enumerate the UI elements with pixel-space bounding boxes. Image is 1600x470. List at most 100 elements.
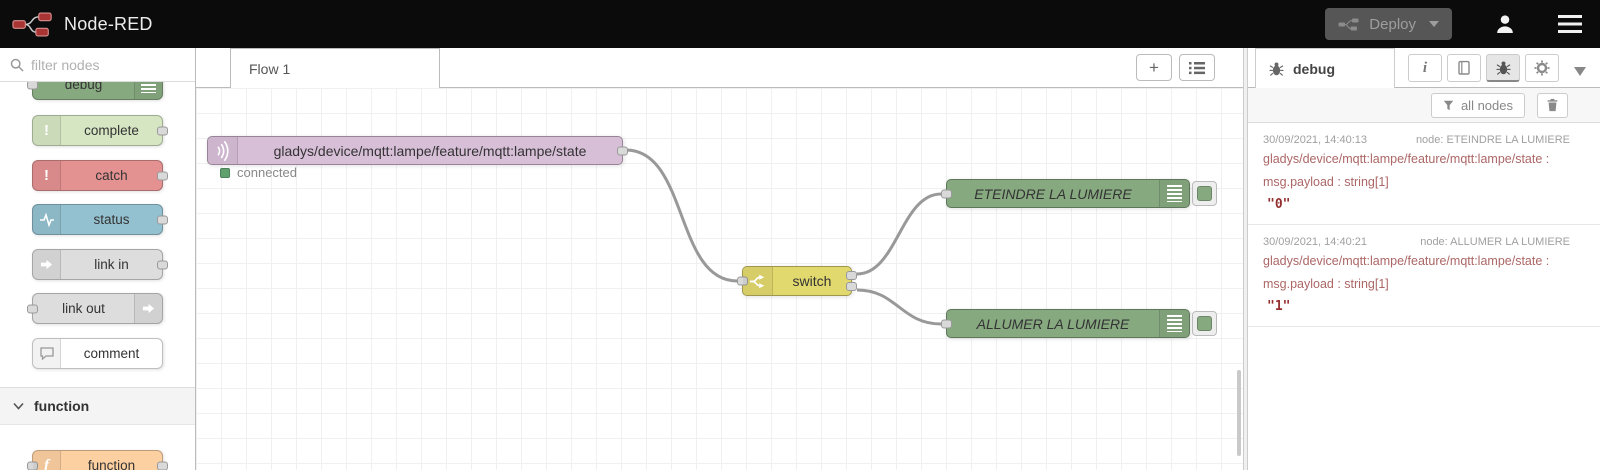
input-port[interactable] — [27, 304, 38, 313]
output-port[interactable] — [157, 260, 168, 269]
input-port[interactable] — [27, 82, 38, 89]
panel-resize-handle[interactable] — [1243, 48, 1248, 470]
chevron-down-icon — [1574, 67, 1586, 76]
message-topic: gladys/device/mqtt:lampe/feature/mqtt:la… — [1263, 152, 1550, 166]
output-port[interactable] — [157, 215, 168, 224]
palette-scroll-area: debug ! complete ! catch status — [0, 82, 195, 470]
message-node-name: node: ETEINDRE LA LUMIERE — [1415, 134, 1570, 146]
flows-list-button[interactable] — [1179, 54, 1215, 81]
bug-icon — [1269, 61, 1284, 76]
debug-enable-toggle[interactable] — [1192, 311, 1217, 336]
hamburger-menu-icon — [1558, 15, 1582, 33]
mqtt-node-status: connected — [220, 165, 297, 180]
debug-lines-icon — [134, 82, 162, 99]
node-label: gladys/device/mqtt:lampe/feature/mqtt:la… — [273, 142, 587, 159]
canvas-vertical-scrollbar[interactable] — [1237, 370, 1241, 456]
search-icon — [10, 58, 24, 72]
node-label: ETEINDRE LA LUMIERE — [974, 185, 1132, 202]
input-port[interactable] — [941, 319, 952, 328]
node-mqtt-in[interactable]: gladys/device/mqtt:lampe/feature/mqtt:la… — [207, 136, 628, 165]
message-timestamp: 30/09/2021, 14:40:13 — [1263, 134, 1367, 146]
deploy-button[interactable]: Deploy — [1325, 8, 1452, 40]
palette-node-link-out[interactable]: link out — [27, 293, 163, 324]
message-value[interactable]: "0" — [1267, 197, 1291, 212]
output-port[interactable] — [157, 461, 168, 470]
output-port[interactable] — [157, 126, 168, 135]
wire — [856, 192, 942, 276]
list-icon — [1189, 61, 1205, 74]
palette-category-function[interactable]: function — [0, 387, 195, 425]
deploy-label: Deploy — [1369, 15, 1416, 33]
app-title: Node-RED — [64, 13, 153, 34]
message-topic: gladys/device/mqtt:lampe/feature/mqtt:la… — [1263, 254, 1550, 268]
sidebar-panel: debug i — [1248, 48, 1600, 470]
node-debug-allumer[interactable]: ALLUMER LA LUMIERE — [941, 309, 1217, 338]
link-arrow-icon — [33, 250, 61, 279]
node-debug-eteindre[interactable]: ETEINDRE LA LUMIERE — [941, 179, 1217, 208]
filter-nodes-input[interactable] — [31, 56, 171, 73]
flow-canvas[interactable]: gladys/device/mqtt:lampe/feature/mqtt:la… — [196, 88, 1243, 470]
user-button[interactable] — [1494, 13, 1516, 35]
workspace: Flow 1 + — [196, 48, 1243, 470]
tab-debug[interactable]: debug — [1255, 48, 1395, 88]
exclamation-icon: ! — [33, 161, 61, 190]
speech-bubble-icon — [33, 339, 61, 368]
palette-node-link-in[interactable]: link in — [32, 249, 168, 280]
app-logo: Node-RED — [12, 11, 153, 38]
info-icon: i — [1422, 59, 1428, 76]
message-timestamp: 30/09/2021, 14:40:21 — [1263, 236, 1367, 248]
debug-message: 30/09/2021, 14:40:21 node: ALLUMER LA LU… — [1248, 225, 1600, 327]
node-label: ALLUMER LA LUMIERE — [976, 315, 1130, 332]
switch-branch-icon — [743, 267, 773, 295]
palette-node-complete[interactable]: ! complete — [32, 115, 168, 146]
debug-lines-icon — [1159, 310, 1189, 337]
function-f-icon: f — [33, 451, 61, 470]
user-icon — [1497, 15, 1513, 33]
node-label: switch — [792, 273, 832, 289]
sidebar-options-button[interactable] — [1574, 63, 1586, 81]
debug-tab-button[interactable] — [1486, 54, 1520, 82]
output-port-2[interactable] — [846, 282, 857, 291]
mqtt-signal-icon — [208, 137, 238, 164]
help-tab-button[interactable] — [1447, 54, 1481, 82]
input-port[interactable] — [941, 189, 952, 198]
add-flow-button[interactable]: + — [1136, 54, 1172, 81]
clear-messages-button[interactable] — [1537, 92, 1568, 118]
link-arrow-icon — [134, 294, 162, 323]
debug-toolbar: all nodes — [1248, 88, 1600, 123]
message-payload-type: msg.payload : string[1] — [1263, 175, 1389, 189]
wires-layer — [625, 148, 942, 326]
chevron-down-icon — [13, 402, 24, 410]
debug-filter-button[interactable]: all nodes — [1430, 92, 1525, 118]
output-port[interactable] — [617, 146, 628, 155]
tab-flow-1[interactable]: Flow 1 — [230, 48, 440, 88]
palette-node-status[interactable]: status — [32, 204, 168, 235]
wire — [625, 148, 738, 283]
info-tab-button[interactable]: i — [1408, 54, 1442, 82]
node-red-logo-icon — [12, 11, 52, 37]
deploy-options-caret-icon[interactable] — [1429, 21, 1439, 27]
output-port[interactable] — [157, 171, 168, 180]
message-payload-type: msg.payload : string[1] — [1263, 277, 1389, 291]
filter-funnel-icon — [1443, 100, 1454, 110]
flow-tabbar: Flow 1 + — [196, 48, 1243, 88]
palette-node-catch[interactable]: ! catch — [32, 160, 168, 191]
status-dot — [220, 167, 230, 178]
palette-node-debug[interactable]: debug — [27, 82, 163, 100]
palette-node-comment[interactable]: comment — [32, 338, 163, 369]
app-header: Node-RED Deploy — [0, 0, 1600, 48]
deploy-icon — [1338, 18, 1359, 30]
sidebar-tabbar: debug i — [1248, 48, 1600, 88]
node-switch[interactable]: switch — [737, 266, 857, 296]
book-icon — [1458, 60, 1470, 75]
palette-node-function[interactable]: f function — [27, 450, 168, 470]
output-port-1[interactable] — [846, 271, 857, 280]
trash-icon — [1547, 98, 1558, 112]
gear-icon — [1534, 60, 1550, 76]
input-port[interactable] — [737, 276, 748, 286]
debug-enable-toggle[interactable] — [1192, 181, 1217, 206]
main-menu-button[interactable] — [1558, 15, 1582, 33]
debug-message-list: 30/09/2021, 14:40:13 node: ETEINDRE LA L… — [1248, 123, 1600, 470]
config-nodes-tab-button[interactable] — [1525, 54, 1559, 82]
message-value[interactable]: "1" — [1267, 299, 1291, 314]
